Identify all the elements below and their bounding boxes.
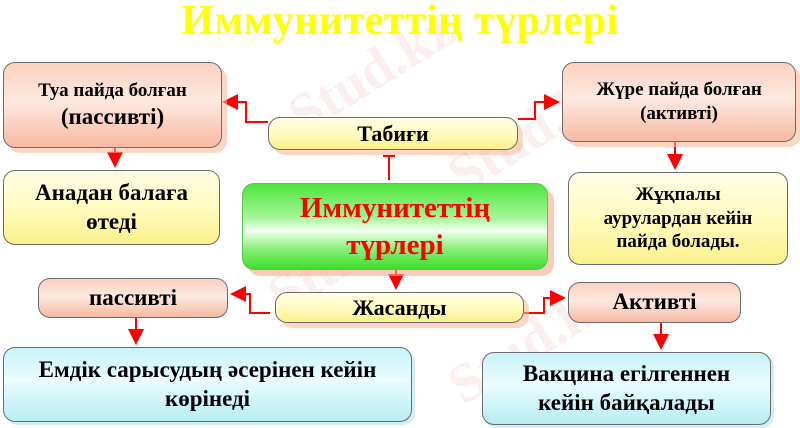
natural-box: Табиғи [268,117,518,150]
active-desc-line1: Вакцина егілгеннен [522,360,731,386]
center-line1: Иммунитеттің [299,192,491,225]
acquired-line2: (активті) [640,103,718,124]
acquired-desc-line1: Жұқпалы [635,183,721,205]
innate-desc-line1: Анадан балаға [34,179,189,205]
active-desc-box: Вакцина егілгеннен кейін байқалады [482,352,771,425]
page-title: Иммунитеттің түрлері [181,0,619,44]
center-box: Иммунитеттің түрлері [242,183,548,270]
artificial-passive-label: пассивті [89,284,177,310]
innate-immunity-box: Туа пайда болған (пассивті) [3,62,222,148]
passive-desc-line1: Емдік сарысудың әсерінен кейін [38,356,377,382]
artificial-passive-box: пассивті [38,278,228,318]
artificial-active-box: Активті [568,282,741,323]
passive-desc-line2: көрінеді [164,385,251,411]
acquired-desc-box: Жұқпалы аурулардан кейін пайда болады. [568,172,788,265]
artificial-label: Жасанды [352,294,447,320]
acquired-desc-line2: аурулардан кейін [603,207,753,229]
innate-desc-line2: өтеді [86,208,137,234]
acquired-immunity-box: Жүре пайда болған (активті) [562,62,796,142]
acquired-line1: Жүре пайда болған [596,79,762,101]
artificial-box: Жасанды [275,292,524,323]
artificial-active-label: Активті [612,289,697,315]
natural-label: Табиғи [357,120,429,146]
center-line2: түрлері [346,228,444,261]
innate-line1: Туа пайда болған [38,79,187,101]
active-desc-line2: кейін байқалады [538,389,715,415]
passive-desc-box: Емдік сарысудың әсерінен кейін көрінеді [3,347,412,422]
innate-line2: (пассивті) [60,103,165,129]
innate-desc-box: Анадан балаға өтеді [3,170,220,245]
acquired-desc-line3: пайда болады. [616,231,740,253]
